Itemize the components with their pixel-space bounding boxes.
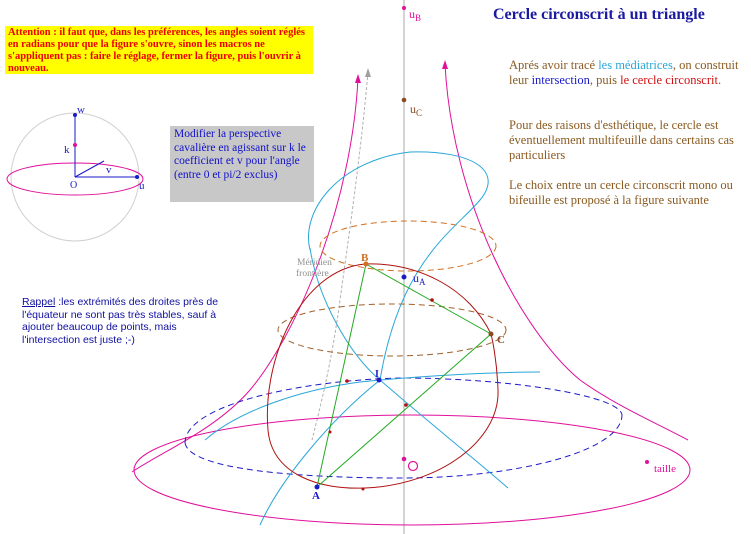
mediatrice-cyan-2 [309, 247, 509, 489]
side-AC [316, 333, 492, 488]
point-A [314, 484, 320, 490]
label-uC: uC [410, 102, 422, 118]
widget-axis-v [74, 160, 105, 178]
description-p1: Aprés avoir tracé les médiatrices, on co… [509, 58, 749, 88]
widget-point-u [135, 175, 139, 179]
label-taille: taille [654, 463, 676, 475]
label-meridien: Méridien [297, 258, 332, 268]
perspective-note: Modifier la perspective cavalière en agi… [170, 126, 314, 202]
label-B: B [361, 252, 369, 264]
mediatrice-cyan-3 [204, 371, 541, 441]
parallel-lower [277, 303, 507, 357]
surface-base-ellipse [133, 414, 691, 526]
midpoint-BC [430, 298, 434, 302]
side-AB [316, 263, 367, 488]
radians-warning: Attention : il faut que, dans les préfér… [5, 26, 313, 74]
widget-point-k[interactable] [73, 143, 77, 147]
widget-label-u: u [139, 180, 145, 192]
point-I [376, 377, 382, 383]
surface-left-profile [131, 77, 359, 473]
desc-mediatrices: les médiatrices [598, 58, 673, 72]
desc-p1-end: . [717, 73, 722, 87]
point-B [363, 261, 369, 267]
point-uA [401, 274, 407, 280]
point-O-ring [407, 460, 419, 472]
widget-label-origin: O [70, 180, 77, 191]
equator-back [184, 377, 623, 444]
surface-arrow-right [442, 60, 448, 69]
parallel-upper [319, 220, 497, 272]
meridian-arrow [365, 68, 371, 77]
desc-p1-mid: , on construit leur [509, 58, 739, 87]
widget-label-v: v [106, 164, 112, 176]
aux-dot-1 [361, 487, 365, 491]
taille-point [645, 460, 649, 464]
surface-arrow-left [355, 74, 361, 83]
desc-cercle: le cercle circonscrit [620, 73, 718, 87]
midpoint-AC [404, 403, 408, 407]
label-A: A [312, 490, 320, 502]
label-uB: uB [409, 7, 421, 23]
description-p2: Pour des raisons d'esthétique, le cercle… [509, 118, 734, 162]
description-p3: Le choix entre un cercle circonscrit mon… [509, 178, 733, 207]
label-frontiere: frontière [296, 268, 329, 279]
desc-p1-puis: , puis [589, 73, 621, 87]
page-title: Cercle circonscrit à un triangle [493, 6, 705, 23]
point-C [488, 331, 494, 337]
mediatrice-cyan-4 [259, 379, 381, 526]
label-I: I [375, 369, 379, 380]
widget-point-w[interactable] [73, 113, 77, 117]
aux-dot-2 [328, 430, 332, 434]
circumscribed-circle [266, 263, 499, 489]
surface-right-profile [444, 63, 689, 441]
perspective-widget: w k v u O [6, 104, 145, 242]
desc-intersection: intersection [531, 73, 590, 87]
meridian-frontier [311, 71, 369, 441]
mediatrice-cyan-1 [308, 151, 489, 381]
widget-label-k: k [64, 144, 70, 156]
point-O-dot [401, 456, 407, 462]
point-uB [402, 6, 406, 10]
side-BC [365, 263, 492, 335]
rappel-label: Rappel [22, 296, 56, 308]
label-C: C [497, 334, 505, 346]
desc-p1-before: Aprés avoir tracé [509, 58, 599, 72]
midpoint-AB [345, 379, 349, 383]
point-uC [401, 97, 407, 103]
rappel-note: Rappel :les extrémités des droites près … [22, 296, 222, 346]
equator-front [184, 414, 623, 479]
label-uA: uA [413, 271, 426, 287]
rappel-text: :les extrémités des droites près de l'éq… [22, 296, 219, 346]
widget-label-w: w [77, 104, 85, 116]
